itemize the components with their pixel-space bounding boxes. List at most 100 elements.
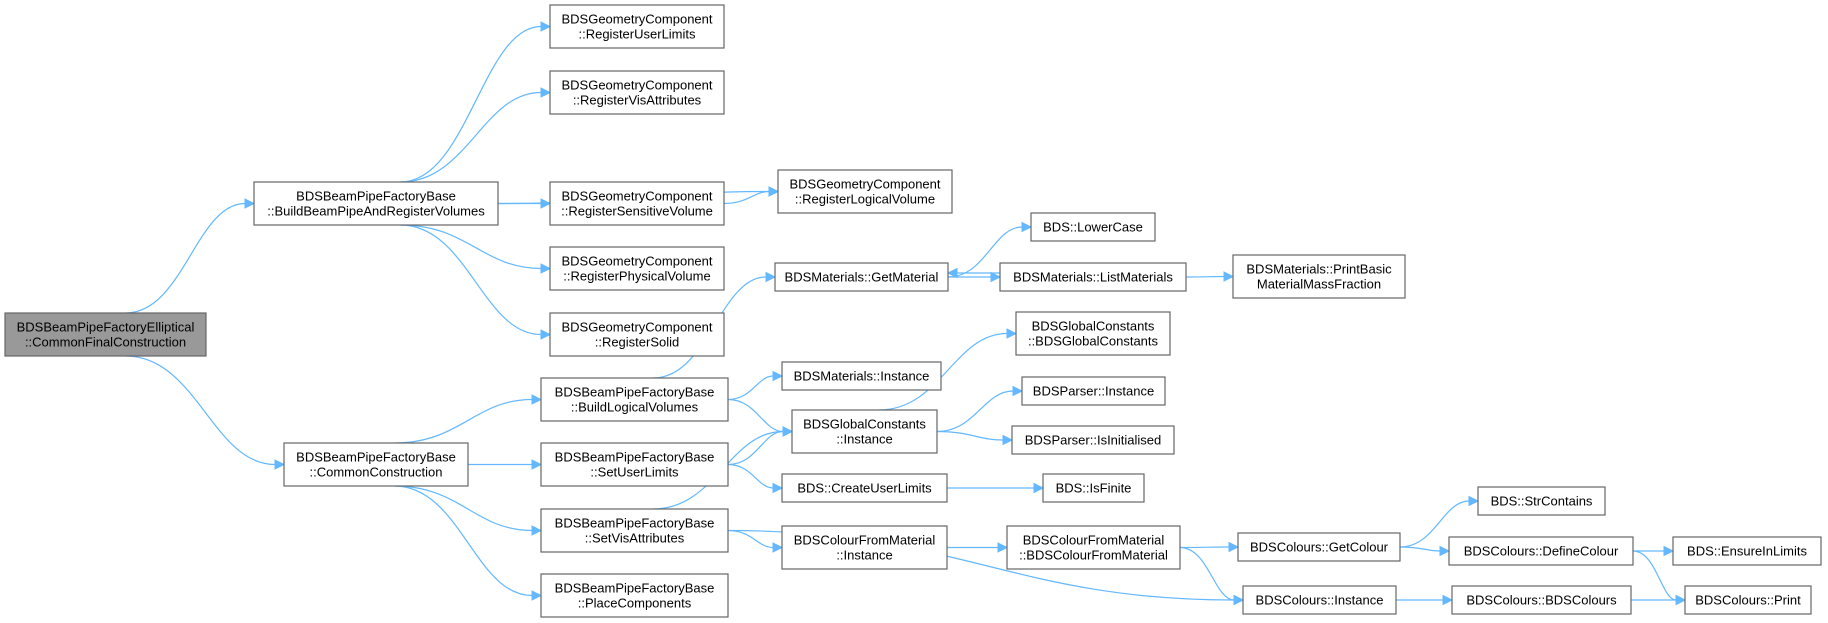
edge-regSensVol-to-regLogVol [723,186,780,205]
node-label: BDSGlobalConstants [1032,319,1155,334]
edge-setUserLimits-to-gcInstance [727,426,794,466]
arrowhead [768,186,780,197]
node-box [1015,311,1171,356]
node-parserIsInit[interactable]: BDSParser::IsInitialised [1011,425,1175,455]
node-buildBPARV[interactable]: BDSBeamPipeFactoryBase::BuildBeamPipeAnd… [253,181,499,226]
node-box [253,181,499,226]
edge-cfmInstance-to-cfmCtor [946,542,1009,553]
node-regSolid[interactable]: BDSGeometryComponent::RegisterSolid [549,312,725,357]
node-ensureInLimits[interactable]: BDS::EnsureInLimits [1672,536,1822,566]
node-printBasic[interactable]: BDSMaterials::PrintBasicMaterialMassFrac… [1232,254,1406,299]
edge-buildBPARV-to-regVisAttr [400,87,552,183]
node-label: BDSColours::GetColour [1250,540,1389,555]
node-coloursGetColour[interactable]: BDSColours::GetColour [1237,532,1401,562]
node-matInstance[interactable]: BDSMaterials::Instance [781,361,942,391]
edge-cfmCtor-to-coloursInstance [1179,546,1245,606]
node-label: ::PlaceComponents [578,596,692,611]
edge-gcInstance-to-gcCtor [878,328,1018,411]
node-label: ::BuildBeamPipeAndRegisterVolumes [267,204,485,219]
node-isFinite[interactable]: BDS::IsFinite [1042,473,1145,503]
node-box [1042,473,1145,503]
function-nodes: BDSBeamPipeFactoryElliptical::CommonFina… [4,4,1822,618]
arrowhead [1233,594,1245,606]
node-box [999,262,1187,292]
arrowhead [1675,594,1687,606]
node-lowerCase[interactable]: BDS::LowerCase [1030,212,1156,242]
node-box [1011,425,1175,455]
arrowhead [782,426,794,437]
node-box [1021,376,1166,406]
node-regUserLimits[interactable]: BDSGeometryComponent::RegisterUserLimits [549,4,725,49]
node-label: BDSParser::IsInitialised [1025,433,1162,448]
arrowhead [531,590,543,601]
node-box [791,409,938,454]
node-setUserLimits[interactable]: BDSBeamPipeFactoryBase::SetUserLimits [540,442,729,487]
arrowhead [1002,434,1014,446]
edge-listMaterials-to-printBasic [1185,271,1235,282]
edge-gcInstance-to-parserInstance [936,385,1024,433]
arrowhead [1663,545,1675,557]
node-label: BDSMaterials::GetMaterial [785,270,939,285]
edge-defineColour-to-ensureInLimits [1633,545,1675,557]
arrowhead [540,329,552,340]
node-defineColour[interactable]: BDSColours::DefineColour [1448,536,1634,566]
node-listMaterials[interactable]: BDSMaterials::ListMaterials [999,262,1187,292]
arrowhead [540,21,552,32]
node-createUserLimits[interactable]: BDS::CreateUserLimits [781,473,948,503]
node-box [1684,585,1812,615]
node-box [1672,536,1822,566]
node-strContains[interactable]: BDS::StrContains [1477,486,1606,516]
node-cfmInstance[interactable]: BDSColourFromMaterial::Instance [781,525,948,570]
node-label: BDSBeamPipeFactoryBase [555,385,715,400]
node-label: BDS::IsFinite [1056,481,1132,496]
node-regVisAttr[interactable]: BDSGeometryComponent::RegisterVisAttribu… [549,70,725,115]
node-regLogVol[interactable]: BDSGeometryComponent::RegisterLogicalVol… [777,169,953,214]
node-gcCtor[interactable]: BDSGlobalConstants::BDSGlobalConstants [1015,311,1171,356]
edge-setUserLimits-to-createUserLimits [727,463,784,494]
node-box [549,246,725,291]
arrowhead [772,482,784,494]
node-box [1242,585,1397,615]
node-label: BDS::StrContains [1491,494,1593,509]
node-label: BDSColourFromMaterial [1023,533,1165,548]
node-box [1006,525,1181,570]
node-label: ::RegisterPhysicalVolume [563,269,710,284]
node-box [540,377,729,422]
arrowhead [531,525,543,536]
node-label: BDSBeamPipeFactoryBase [296,189,456,204]
node-regPhysVol[interactable]: BDSGeometryComponent::RegisterPhysicalVo… [549,246,725,291]
node-box [540,573,729,618]
node-box [777,169,953,214]
node-coloursPrint[interactable]: BDSColours::Print [1684,585,1812,615]
node-label: BDSColourFromMaterial [794,533,936,548]
node-matGetMaterial[interactable]: BDSMaterials::GetMaterial [774,262,949,292]
node-coloursCtor[interactable]: BDSColours::BDSColours [1451,585,1632,615]
node-label: BDSGeometryComponent [561,320,712,335]
node-setVisAttr[interactable]: BDSBeamPipeFactoryBase::SetVisAttributes [540,508,729,553]
node-label: BDSGeometryComponent [789,177,940,192]
node-gcInstance[interactable]: BDSGlobalConstants::Instance [791,409,938,454]
arrowhead [531,459,543,470]
node-regSensVol[interactable]: BDSGeometryComponent::RegisterSensitiveV… [549,181,725,226]
node-box [4,312,207,357]
node-commonConstruction[interactable]: BDSBeamPipeFactoryBase::CommonConstructi… [283,442,469,487]
node-buildLogVols[interactable]: BDSBeamPipeFactoryBase::BuildLogicalVolu… [540,377,729,422]
node-coloursInstance[interactable]: BDSColours::Instance [1242,585,1397,615]
node-root[interactable]: BDSBeamPipeFactoryElliptical::CommonFina… [4,312,207,357]
node-box [549,70,725,115]
node-label: ::RegisterSensitiveVolume [561,204,713,219]
node-label: ::Instance [836,432,892,447]
edge-buildBPARV-to-regSolid [400,224,552,340]
node-label: MaterialMassFraction [1257,277,1381,292]
node-label: BDSBeamPipeFactoryBase [555,581,715,596]
node-placeComponents[interactable]: BDSBeamPipeFactoryBase::PlaceComponents [540,573,729,618]
node-label: ::RegisterVisAttributes [573,93,702,108]
node-cfmCtor[interactable]: BDSColourFromMaterial::BDSColourFromMate… [1006,525,1181,570]
arrowhead [1006,328,1018,339]
node-label: BDSGlobalConstants [803,417,926,432]
node-label: BDSGeometryComponent [561,189,712,204]
node-label: BDSMaterials::Instance [794,369,930,384]
arrowhead [765,271,777,283]
arrowhead [1468,495,1480,507]
node-parserInstance[interactable]: BDSParser::Instance [1021,376,1166,406]
